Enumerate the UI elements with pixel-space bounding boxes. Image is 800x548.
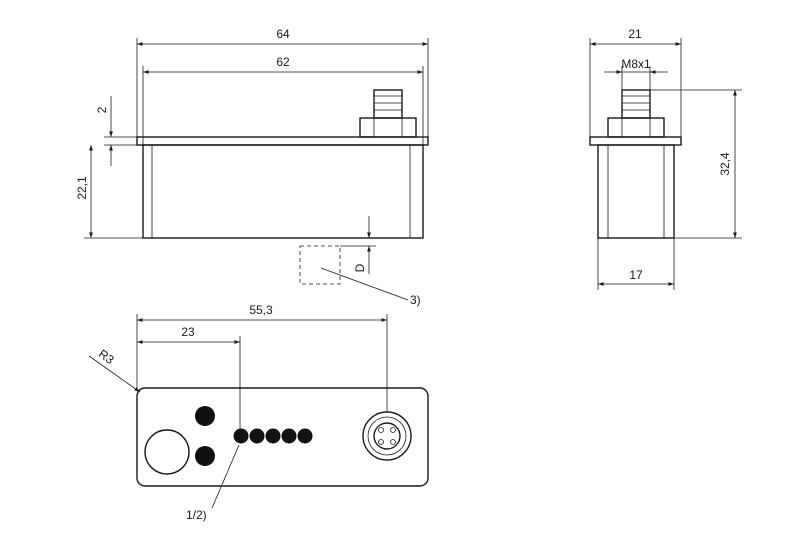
dim-22-1-label: 22,1 <box>75 176 89 200</box>
dim-32-4-label: 32,4 <box>718 152 732 176</box>
front-body <box>142 144 424 239</box>
dim-62-label: 62 <box>276 55 290 69</box>
dim-23-label: 23 <box>181 325 195 339</box>
mounting-hole <box>144 429 190 475</box>
led-2 <box>249 428 265 444</box>
target-outline <box>299 245 341 285</box>
dim-2-label: 2 <box>95 106 109 113</box>
dim-21-label: 21 <box>628 27 642 41</box>
side-view: 21 M8x1 32,4 17 <box>589 27 742 290</box>
dim-r3-label: R3 <box>96 347 117 368</box>
callout-1-2: 1/2) <box>186 508 207 522</box>
side-connector <box>607 89 665 138</box>
dim-64-label: 64 <box>276 27 290 41</box>
top-connector <box>362 411 412 461</box>
top-view: 55,3 23 R3 1/2) <box>88 303 429 522</box>
led-1 <box>233 428 249 444</box>
side-flange <box>589 136 682 146</box>
front-flange <box>136 136 429 146</box>
led-row <box>233 428 313 444</box>
top-plate <box>136 387 429 487</box>
front-connector <box>359 89 417 138</box>
dim-17-label: 17 <box>629 268 643 282</box>
dim-55-3-label: 55,3 <box>249 303 273 317</box>
led-3 <box>265 428 281 444</box>
led-4 <box>281 428 297 444</box>
indicator-dot-upper <box>195 406 215 426</box>
led-5 <box>297 428 313 444</box>
callout-3: 3) <box>410 293 421 307</box>
side-body <box>597 144 675 239</box>
indicator-dot-lower <box>195 446 215 466</box>
dim-d-label: D <box>353 263 367 272</box>
front-view: D 3) 64 62 2 22,1 <box>75 27 429 307</box>
dim-m8x1-label: M8x1 <box>621 57 651 71</box>
